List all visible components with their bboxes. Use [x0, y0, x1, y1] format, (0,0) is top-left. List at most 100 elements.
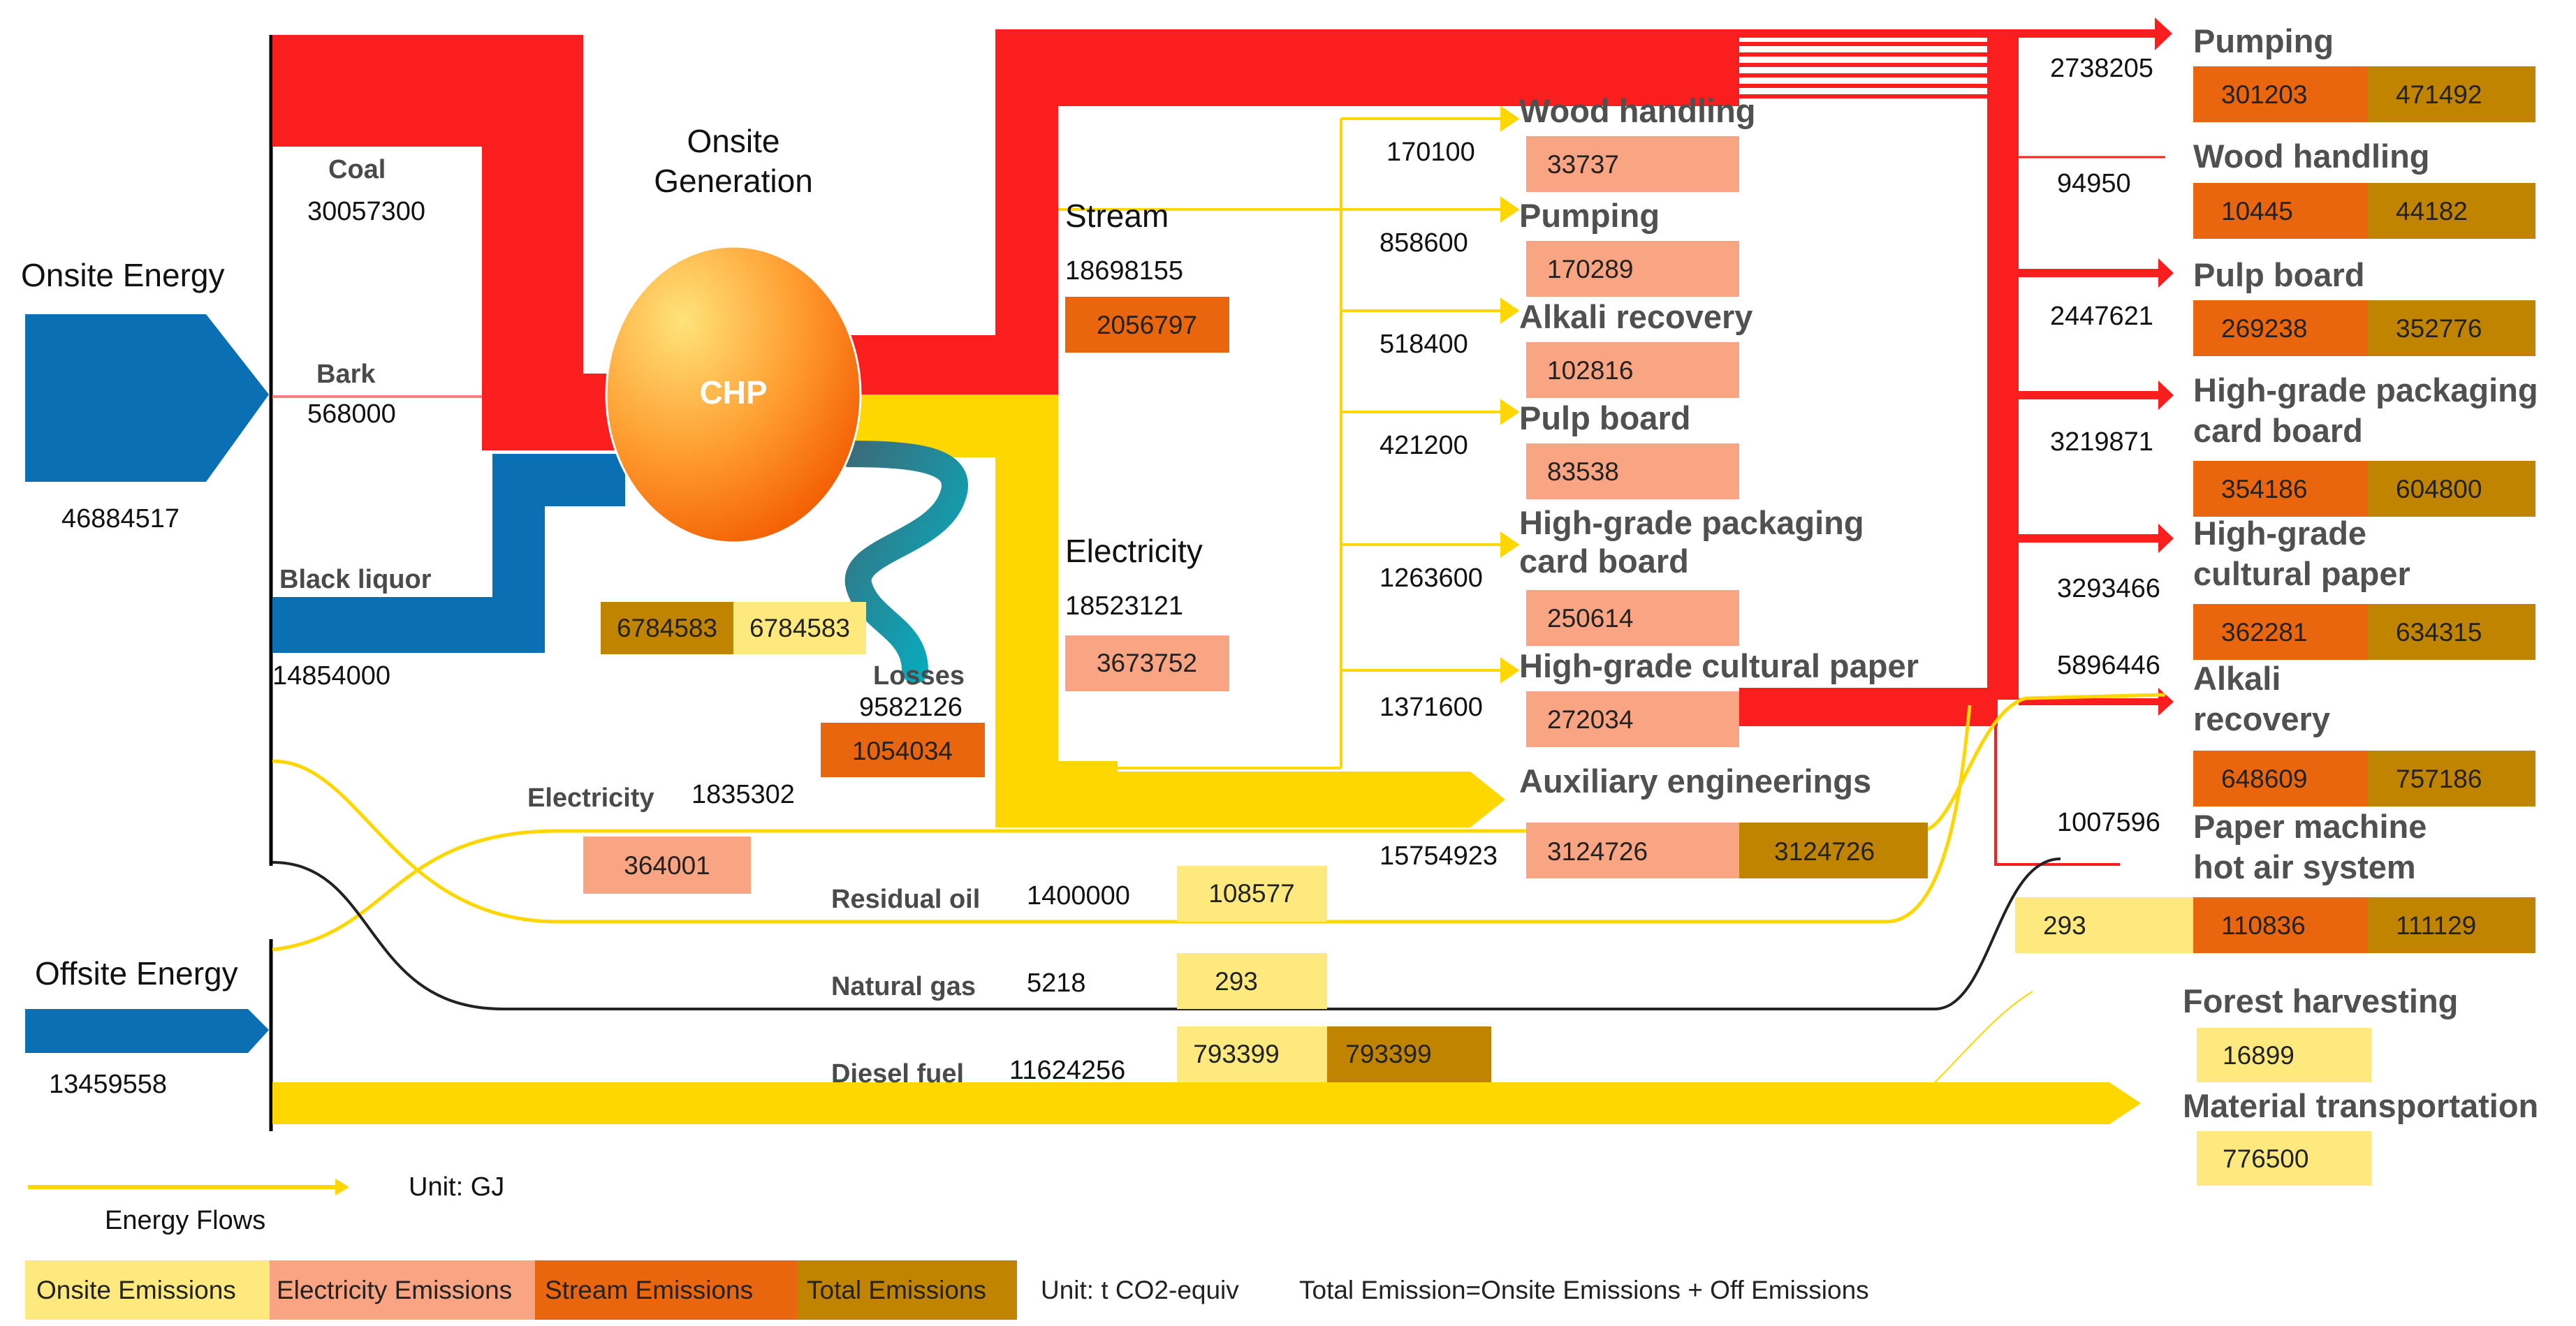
diesel-fuel-onsite-box: [1177, 1026, 1327, 1082]
material-transportation-box: [2197, 1131, 2371, 1186]
diesel-fuel-onsite-value: 793399: [1193, 1040, 1279, 1068]
electricity-emission-box: [1065, 635, 1229, 691]
eu-pulp-board-emission: 83538: [1547, 457, 1619, 486]
su-pumping-value: 2738205: [2050, 54, 2153, 83]
su-pumping-total-box: [2368, 66, 2535, 122]
electricity-use-arrows: [1341, 105, 1520, 684]
offsite-energy-arrow: [25, 1009, 269, 1053]
chp-unit: [605, 245, 862, 544]
su-paper-machine-value: 1007596: [2057, 808, 2160, 837]
offsite-electricity-emission-value: 364001: [624, 851, 710, 880]
eu-pumping-emission: 170289: [1547, 255, 1633, 283]
su-wood-handling-label: Wood handling: [2193, 138, 2430, 175]
su-packaging-label: High-grade packaging: [2193, 371, 2538, 408]
offsite-electricity-label: Electricity: [527, 783, 654, 813]
su-pulp-board-stream-box: [2193, 300, 2368, 356]
legend-flow-arrowhead: [335, 1179, 349, 1195]
su-alkali-recovery-total-box: [2368, 751, 2535, 806]
natural-gas-label: Natural gas: [831, 972, 976, 1001]
eu-wood-handling-value: 170100: [1386, 138, 1475, 167]
losses-emission-box: [821, 723, 985, 777]
su-wood-handling-total-box: [2368, 183, 2535, 239]
offsite-energy-value: 13459558: [49, 1070, 167, 1099]
su-packaging-stream-box: [2193, 461, 2368, 517]
su-pumping-label: Pumping: [2193, 22, 2334, 59]
stream-value: 18698155: [1065, 256, 1183, 286]
residual-oil-onsite-box: [1177, 866, 1327, 922]
onsite-energy-label: Onsite Energy: [21, 257, 224, 293]
eu-pumping-value: 858600: [1380, 228, 1468, 258]
su-alkali-recovery-label: Alkali: [2193, 660, 2281, 697]
losses-flow: [835, 441, 968, 684]
su-paper-machine-label: Paper machine: [2193, 808, 2427, 845]
steam-header: [1058, 29, 1739, 106]
legend-stream-swatch: [535, 1260, 797, 1320]
su-packaging-label2: card board: [2193, 412, 2363, 449]
offsite-energy-label: Offsite Energy: [35, 955, 238, 992]
su-cultural-paper-value: 3293466: [2057, 574, 2160, 603]
su-alkali-recovery-stream-box: [2193, 751, 2368, 806]
su-pulp-board-value: 2447621: [2050, 302, 2153, 331]
forest-harvesting-line: [1934, 991, 2033, 1083]
coal-flow: [272, 35, 625, 450]
coal-label: Coal: [328, 155, 386, 184]
su-cultural-paper-stream: 362281: [2221, 618, 2307, 647]
black-liquor-label: Black liquor: [279, 565, 432, 594]
losses-label: Losses: [873, 661, 965, 691]
eu-packaging-label2: card board: [1519, 543, 1689, 580]
su-packaging-total: 604800: [2396, 475, 2482, 503]
eu-wood-handling-emission: 33737: [1547, 150, 1619, 179]
natural-gas-curve: [272, 857, 2061, 1010]
chp-onsite-value: 6784583: [617, 614, 717, 642]
legend-formula: Total Emission=Onsite Emissions + Off Em…: [1299, 1276, 1869, 1304]
su-pumping-total: 471492: [2396, 80, 2482, 109]
losses-value: 9582126: [859, 693, 963, 722]
eu-pulp-board-label: Pulp board: [1519, 399, 1690, 436]
eu-alkali-recovery-box: [1526, 342, 1739, 398]
onsite-energy-value: 46884517: [61, 504, 180, 533]
residual-oil-onsite-value: 108577: [1208, 879, 1294, 908]
chp-onsite-box: [601, 602, 733, 654]
material-transportation-label: Material transportation: [2183, 1087, 2538, 1124]
offsite-electricity-emission-box: [583, 837, 751, 894]
su-alkali-recovery-value: 5896446: [2057, 651, 2160, 680]
su-cultural-paper-label: High-grade: [2193, 515, 2366, 552]
electricity-to-auxiliary: [995, 761, 1505, 827]
eu-alkali-recovery-value: 518400: [1380, 330, 1468, 359]
su-pulp-board-total-box: [2368, 300, 2535, 356]
eu-wood-handling-box: [1526, 136, 1739, 192]
su-wood-handling-stream: 10445: [2221, 197, 2293, 226]
chp-title-line2: Generation: [654, 163, 813, 199]
residual-oil-curve: [272, 705, 1972, 924]
eu-alkali-recovery-label: Alkali recovery: [1519, 298, 1752, 335]
offsite-electricity-curve: [272, 693, 2166, 952]
electricity-output-flow: [842, 395, 1058, 827]
eu-cultural-paper-label: High-grade cultural paper: [1519, 647, 1919, 684]
residual-oil-value: 1400000: [1027, 881, 1130, 911]
bark-value: 568000: [307, 399, 396, 429]
su-cultural-paper-total: 634315: [2396, 618, 2482, 647]
su-wood-handling-value: 94950: [2057, 169, 2131, 198]
auxiliary-stream-value: 3124726: [1547, 837, 1648, 866]
legend-emission-unit: Unit: t CO2-equiv: [1041, 1276, 1239, 1304]
natural-gas-value: 5218: [1027, 968, 1086, 998]
diesel-fuel-label: Diesel fuel: [831, 1059, 964, 1089]
su-cultural-paper-label2: cultural paper: [2193, 555, 2410, 592]
eu-pulp-board-value: 421200: [1380, 431, 1468, 460]
chp-label: CHP: [699, 374, 767, 411]
steam-trunk: [995, 29, 1058, 395]
su-alkali-recovery-stream: 648609: [2221, 765, 2307, 793]
electricity-value: 18523121: [1065, 591, 1183, 621]
legend-stream-label: Stream Emissions: [545, 1276, 753, 1304]
su-alkali-recovery-total: 757186: [2396, 765, 2482, 793]
forest-harvesting-box: [2197, 1028, 2371, 1082]
su-paper-machine-onsite-box: [2015, 897, 2193, 953]
su-packaging-stream: 354186: [2221, 475, 2307, 503]
legend-onsite-swatch: [25, 1260, 270, 1320]
legend-flow-unit: Unit: GJ: [409, 1172, 504, 1202]
eu-cultural-paper-box: [1526, 691, 1739, 747]
eu-cultural-paper-emission: 272034: [1547, 705, 1633, 734]
forest-harvesting-emission: 16899: [2223, 1041, 2295, 1070]
